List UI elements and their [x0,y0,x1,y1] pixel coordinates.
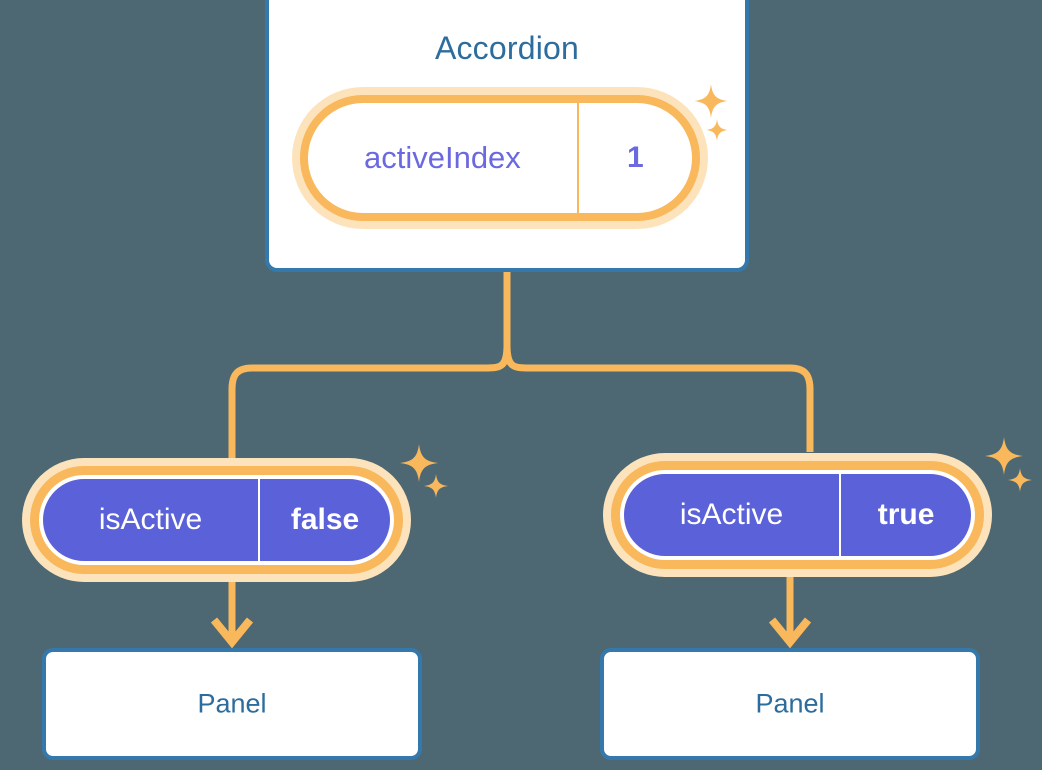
state-pill-active-index[interactable]: activeIndex 1 [300,95,700,221]
prop-pill-is-active-right[interactable]: isActive true [620,470,975,560]
state-pill-key: activeIndex [363,140,521,175]
panel-card-right: Panel [600,648,980,760]
state-pill-value: 1 [627,141,644,174]
pill-divider [576,103,579,213]
prop-pill-key: isActive [98,503,203,536]
connector-branch-left [228,344,511,458]
prop-pill-value: true [877,498,935,531]
prop-pill-key: isActive [679,498,784,531]
panel-title: Panel [197,688,267,719]
page-title: Accordion [434,30,580,66]
sparkle-icon [400,444,438,482]
sparkle-icon [1008,468,1032,492]
pill-divider [258,479,261,561]
panel-card-left: Panel [42,648,422,760]
connector-branch-right [503,344,814,452]
arrow-down-icon-right-head [768,617,812,649]
pill-divider [839,474,842,556]
panel-title: Panel [755,688,825,719]
arrow-down-icon-left-head [210,617,254,649]
sparkle-icon [985,437,1023,475]
prop-pill-is-active-left[interactable]: isActive false [39,475,394,565]
prop-pill-value: false [290,503,360,536]
sparkle-icon [424,474,448,498]
